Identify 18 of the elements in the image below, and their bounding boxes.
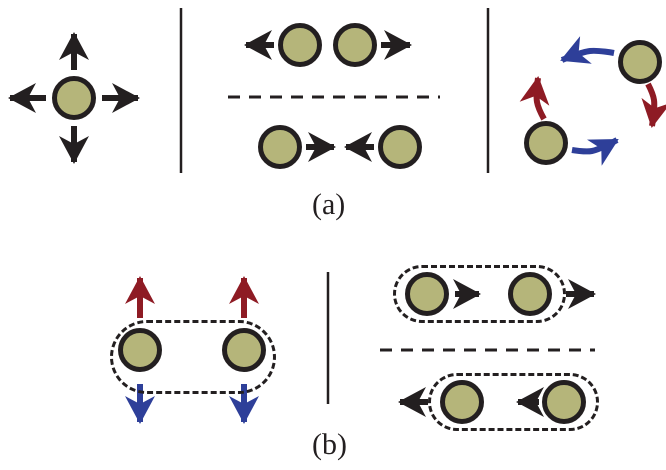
group-outline xyxy=(110,320,276,394)
particle-circle xyxy=(524,121,568,165)
group-outline xyxy=(393,265,566,323)
particle-circle xyxy=(222,328,266,372)
particle-circle xyxy=(278,23,322,67)
particle-circle xyxy=(440,380,484,424)
particle-circle xyxy=(118,328,162,372)
particle-circle xyxy=(378,125,422,169)
particle-circle xyxy=(508,272,552,316)
particle-circle xyxy=(52,76,96,120)
particle-circle xyxy=(405,272,449,316)
panel-label: (b) xyxy=(312,428,347,462)
particle-circle xyxy=(542,380,586,424)
particle-circle xyxy=(618,40,662,84)
group-outline xyxy=(428,373,599,431)
particle-circle xyxy=(333,23,377,67)
particle-circle xyxy=(258,125,302,169)
panel-label: (a) xyxy=(312,188,346,222)
